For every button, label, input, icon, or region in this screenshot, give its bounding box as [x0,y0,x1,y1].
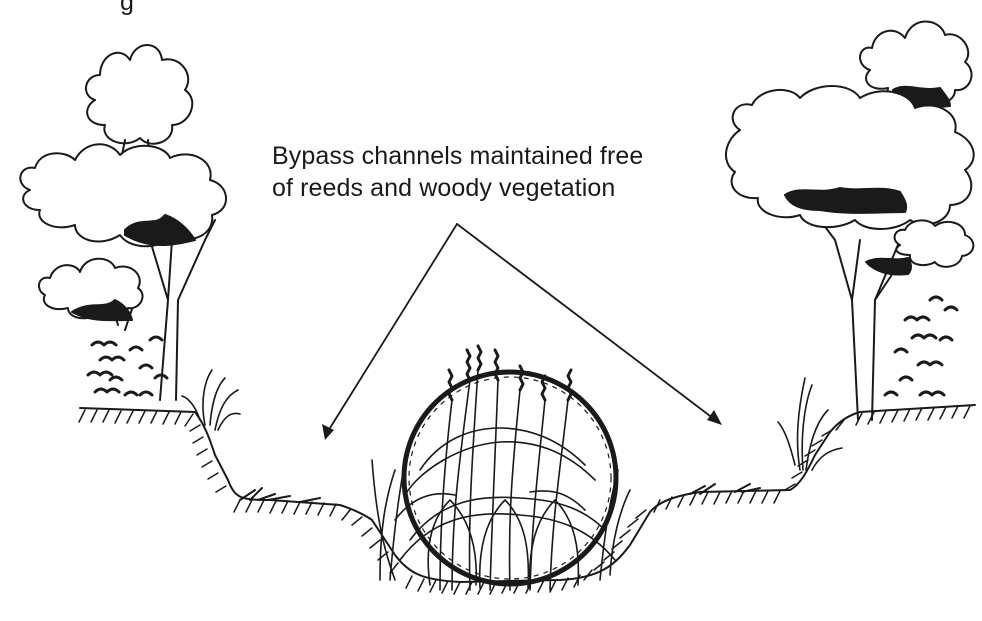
arrowhead-left [322,424,334,440]
pointer-arrows [325,224,718,436]
caption-line-2: of reeds and woody vegetation [272,172,732,204]
right-bank-reeds [778,378,842,470]
bypass-channel-caption: Bypass channels maintained free of reeds… [272,140,732,204]
right-tree-shrub [885,297,957,395]
left-bank-reeds [182,370,240,430]
right-tree [726,22,974,421]
arrow-right [457,224,718,422]
arrowhead-right [707,410,722,425]
left-tree-shrub [88,337,167,395]
caption-line-1: Bypass channels maintained free [272,140,732,172]
central-reed-bed [372,346,630,590]
ground-profile [79,405,975,594]
right-tree-trunk [820,220,900,420]
left-tree-canopy-middle [20,144,226,246]
ground-hatching [79,406,970,594]
left-tree-canopy-top [86,45,192,144]
left-tree [20,45,226,400]
